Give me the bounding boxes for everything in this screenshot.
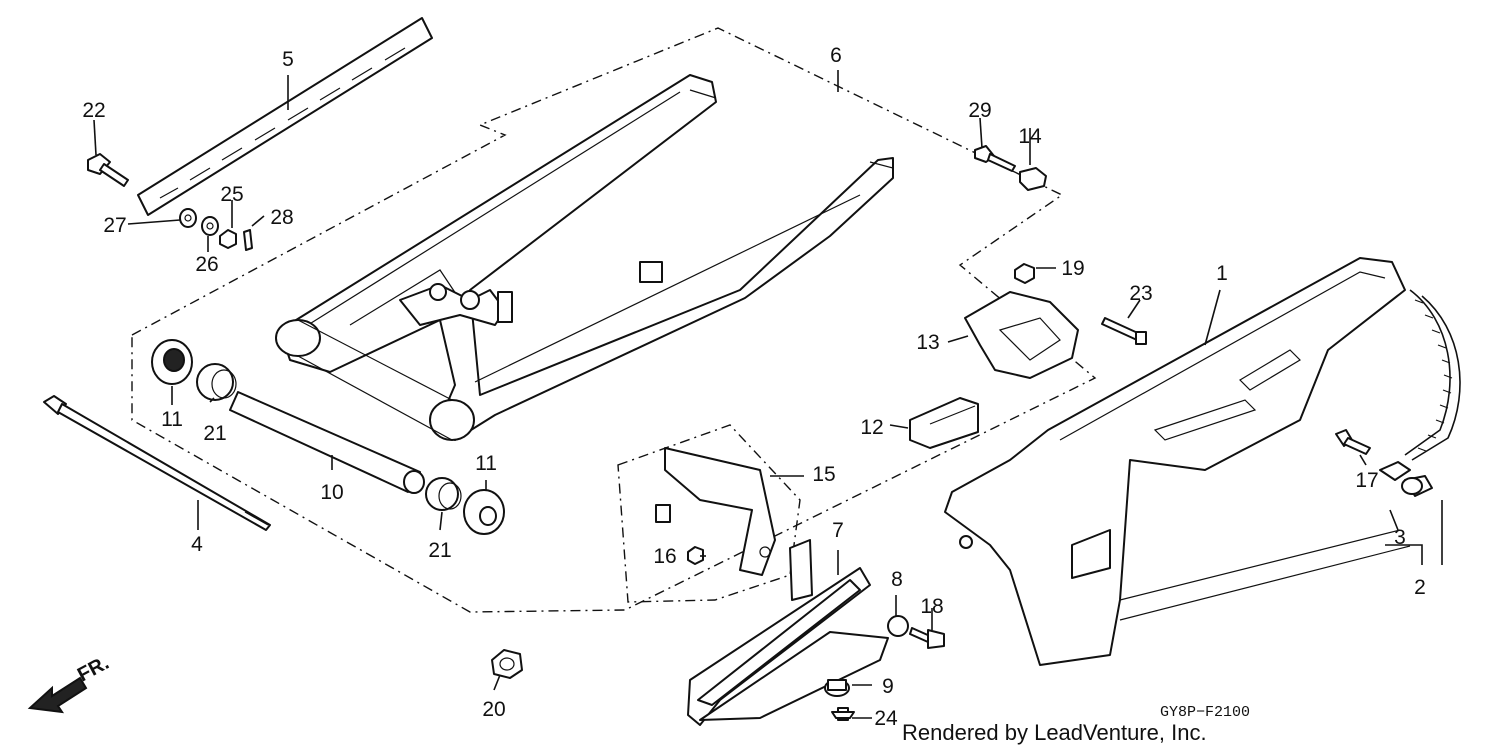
pivot-collar[interactable]	[229, 391, 425, 494]
nut-19[interactable]	[1014, 263, 1035, 284]
chain-guard-group-outline	[617, 424, 801, 603]
master-link[interactable]	[1379, 461, 1433, 497]
callout-11-right: 11	[475, 452, 497, 475]
callout-5: 5	[282, 48, 294, 71]
callout-12: 12	[860, 416, 883, 439]
callout-16: 16	[653, 545, 676, 568]
needle-bearing-left[interactable]	[196, 363, 237, 401]
callout-19: 19	[1061, 257, 1084, 280]
callout-8: 8	[891, 568, 903, 591]
bolt-29[interactable]	[974, 145, 1016, 172]
washer-27[interactable]	[179, 208, 197, 228]
leader-lines	[93, 70, 1443, 719]
grommet-9[interactable]	[824, 679, 850, 697]
callout-9: 9	[882, 675, 894, 698]
callout-13: 13	[916, 331, 939, 354]
callout-18: 18	[920, 595, 943, 618]
dust-seal-left[interactable]	[151, 339, 193, 385]
collar-8[interactable]	[887, 615, 909, 637]
front-direction-marker: FR.	[27, 652, 113, 714]
drawing-code: GY8P−F2100	[1160, 704, 1250, 721]
callout-11-left: 11	[161, 408, 183, 431]
chain-slider-plate[interactable]	[137, 17, 433, 216]
swingarm-group-outline	[131, 27, 1097, 613]
pivot-bolt[interactable]	[43, 395, 271, 531]
callout-23: 23	[1129, 282, 1152, 305]
chain-guard[interactable]	[655, 447, 776, 576]
drive-chain[interactable]	[1404, 289, 1461, 461]
callout-4: 4	[191, 533, 203, 556]
callout-27: 27	[103, 214, 126, 237]
cotter-pin-28[interactable]	[243, 229, 253, 251]
callout-21-left: 21	[203, 422, 226, 445]
callout-6: 6	[830, 44, 842, 67]
callout-21-right: 21	[428, 539, 451, 562]
nut-16[interactable]	[687, 546, 704, 565]
callout-25: 25	[220, 183, 243, 206]
screw-24[interactable]	[831, 707, 855, 721]
chain-guide[interactable]	[687, 539, 889, 726]
nut-20[interactable]	[491, 649, 523, 679]
drive-chain-case[interactable]	[944, 257, 1411, 666]
callout-1: 1	[1216, 262, 1228, 285]
bolt-23[interactable]	[1101, 317, 1147, 345]
callout-22: 22	[82, 99, 105, 122]
needle-bearing-right[interactable]	[425, 477, 462, 511]
rubber-12[interactable]	[909, 397, 979, 449]
callout-14: 14	[1018, 125, 1042, 148]
credit-text: Rendered by LeadVenture, Inc.	[902, 720, 1207, 745]
callout-7: 7	[832, 519, 844, 542]
callout-20: 20	[482, 698, 505, 721]
dust-seal-right[interactable]	[463, 489, 505, 535]
callout-29: 29	[968, 99, 991, 122]
front-arrow-icon	[27, 676, 88, 714]
callout-17: 17	[1355, 469, 1378, 492]
bolt-22[interactable]	[87, 153, 129, 187]
bolt-18[interactable]	[909, 627, 945, 649]
callout-15: 15	[812, 463, 835, 486]
callout-24: 24	[874, 707, 898, 730]
collar-14[interactable]	[1019, 167, 1047, 191]
callout-10: 10	[320, 481, 343, 504]
bolt-17[interactable]	[1335, 429, 1371, 455]
callout-2: 2	[1414, 576, 1426, 599]
slider-13[interactable]	[964, 291, 1079, 379]
callout-28: 28	[270, 206, 293, 229]
callout-3: 3	[1394, 526, 1406, 549]
nut-25[interactable]	[219, 229, 237, 249]
washer-26[interactable]	[201, 216, 219, 236]
swingarm[interactable]	[275, 74, 894, 441]
callout-26: 26	[195, 253, 218, 276]
